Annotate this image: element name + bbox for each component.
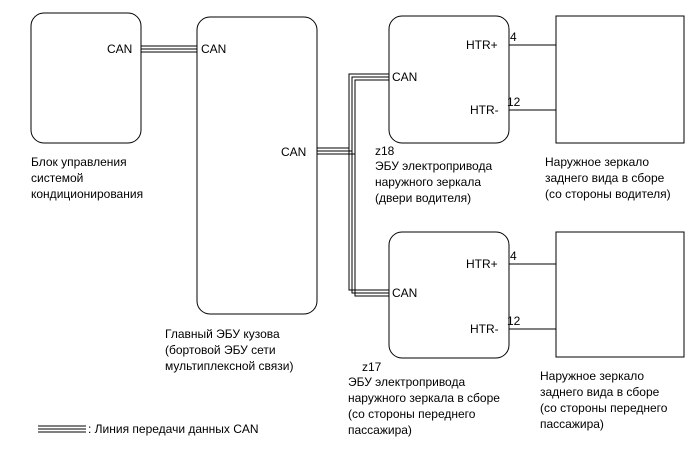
ac-unit-can-label: CAN	[107, 42, 132, 56]
main-body-ecu-box	[196, 16, 318, 315]
driver-pin-4: 4	[510, 30, 517, 44]
driver-mirror-caption: Наружное зеркало заднего вида в сборе (с…	[545, 155, 671, 201]
driver-ecu-can-label: CAN	[392, 70, 417, 84]
ac-unit-caption: Блок управления системой кондиционирован…	[31, 155, 143, 201]
driver-pin-12: 12	[507, 95, 521, 109]
driver-mirror-ecu-caption: z18 ЭБУ электропривода наружного зеркала…	[375, 144, 496, 205]
main-ecu-can-label-top: CAN	[201, 42, 226, 56]
driver-ecu-htr-plus-label: HTR+	[466, 38, 498, 52]
main-body-ecu-caption: Главный ЭБУ кузова (бортовой ЭБУ сети му…	[165, 327, 293, 373]
driver-mirror-assembly-box	[555, 15, 685, 144]
ac-control-unit-box	[30, 12, 142, 144]
passenger-pin-12: 12	[507, 314, 521, 328]
legend-text: : Линия передачи данных CAN	[88, 422, 259, 436]
passenger-ecu-can-label: CAN	[392, 286, 417, 300]
driver-ecu-htr-minus-label: HTR-	[470, 103, 499, 117]
legend: : Линия передачи данных CAN	[38, 422, 259, 436]
passenger-pin-4: 4	[510, 249, 517, 263]
can-line-ac-to-main	[141, 45, 197, 53]
passenger-mirror-ecu-box	[388, 231, 510, 359]
passenger-ecu-htr-minus-label: HTR-	[470, 322, 499, 336]
can-line-legend-swatch	[38, 425, 86, 433]
can-line-main-to-mirror-ecus	[317, 73, 389, 297]
passenger-mirror-caption: Наружное зеркало заднего вида в сборе (с…	[540, 369, 671, 431]
main-ecu-can-label-bottom: CAN	[281, 145, 306, 159]
passenger-mirror-ecu-caption: z17 ЭБУ электропривода наружного зеркала…	[348, 360, 503, 437]
passenger-ecu-htr-plus-label: HTR+	[466, 257, 498, 271]
passenger-mirror-assembly-box	[555, 231, 685, 358]
